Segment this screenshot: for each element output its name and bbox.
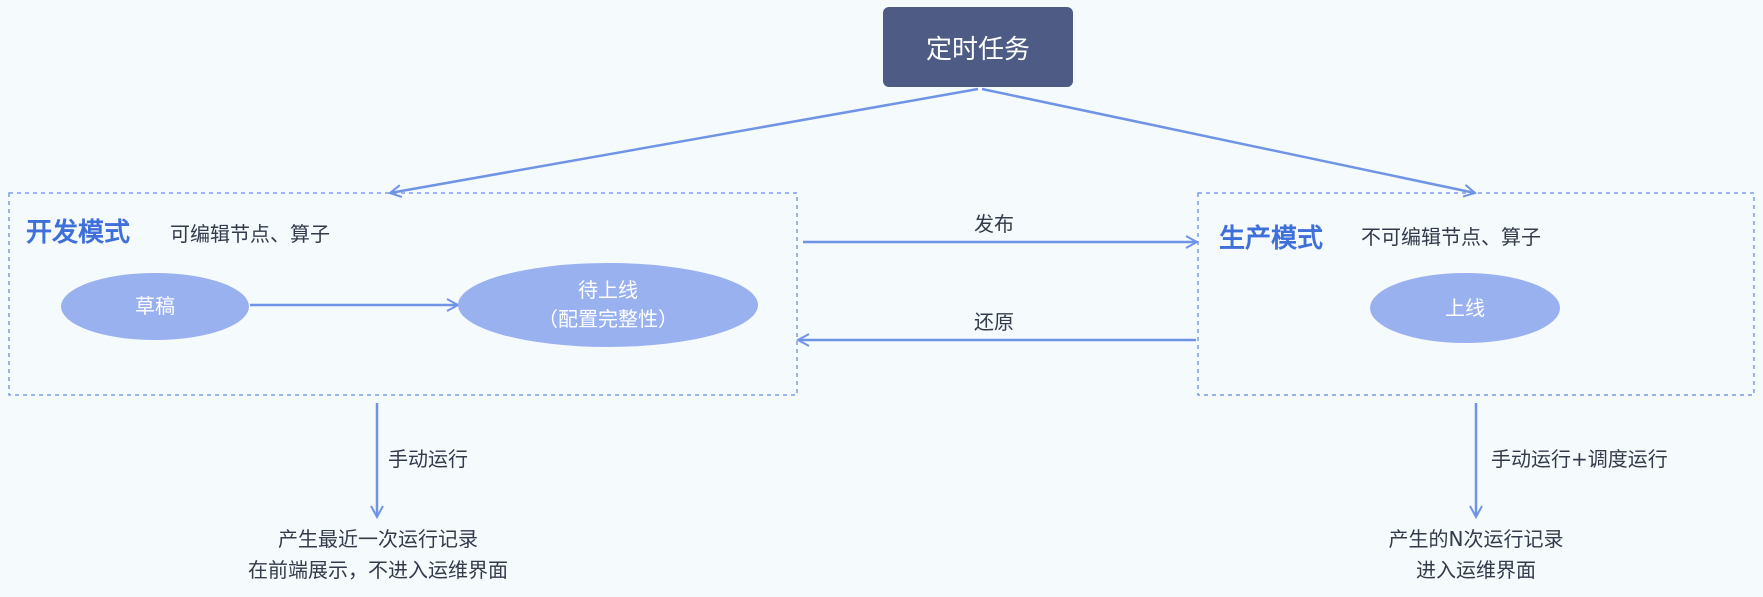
dev-mode-container — [8, 192, 798, 396]
dev-mode-description: 可编辑节点、算子 — [170, 222, 330, 246]
state-pending-sublabel: （配置完整性） — [538, 307, 678, 331]
prod-mode-description: 不可编辑节点、算子 — [1361, 225, 1541, 249]
state-draft: 草稿 — [61, 273, 249, 340]
prod-run-result: 产生的N次运行记录 进入运维界面 — [1326, 524, 1626, 586]
dev-mode-title: 开发模式 — [26, 218, 131, 248]
state-pending-online: 待上线 （配置完整性） — [458, 263, 758, 347]
dev-run-result: 产生最近一次运行记录 在前端展示，不进入运维界面 — [193, 524, 563, 586]
state-online: 上线 — [1370, 273, 1560, 343]
root-node-label: 定时任务 — [925, 34, 1030, 65]
publish-label: 发布 — [974, 212, 1014, 236]
prod-result-line1: 产生的N次运行记录 — [1388, 527, 1564, 551]
arrow-root-to-dev — [390, 87, 979, 193]
prod-mode-container — [1197, 192, 1755, 396]
root-node-scheduled-task: 定时任务 — [883, 7, 1073, 87]
state-pending-label: 待上线 — [578, 278, 638, 302]
prod-mode-title: 生产模式 — [1219, 224, 1324, 254]
prod-result-line2: 进入运维界面 — [1416, 558, 1536, 582]
prod-run-label: 手动运行+调度运行 — [1491, 447, 1668, 471]
arrow-root-to-prod — [981, 87, 1475, 193]
dev-result-line1: 产生最近一次运行记录 — [278, 527, 478, 551]
dev-result-line2: 在前端展示，不进入运维界面 — [248, 558, 508, 582]
dev-run-label: 手动运行 — [388, 447, 468, 471]
state-online-label: 上线 — [1445, 295, 1485, 320]
restore-label: 还原 — [974, 310, 1014, 334]
state-draft-label: 草稿 — [135, 294, 175, 318]
